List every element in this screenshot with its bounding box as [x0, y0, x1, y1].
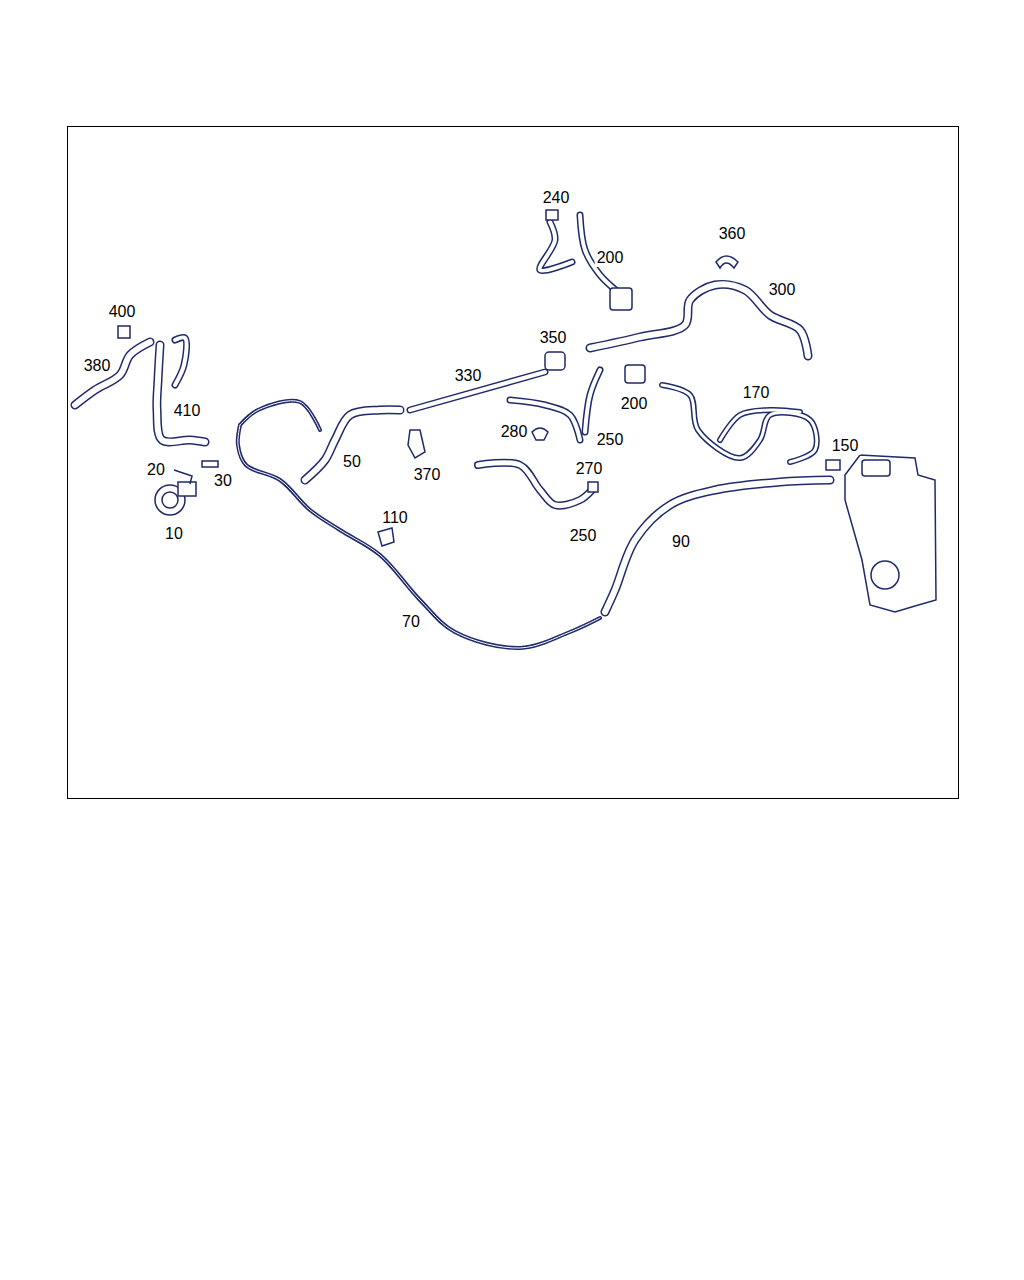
hose-outline — [238, 425, 600, 648]
expansion-tank — [845, 455, 936, 612]
tank-cap — [862, 460, 890, 476]
hose-fill — [305, 410, 400, 480]
callout-number: 250 — [595, 431, 626, 449]
bolt-30 — [202, 461, 218, 467]
callout-number: 370 — [412, 466, 443, 484]
hose-fill — [240, 401, 320, 430]
tank-sensor — [871, 561, 899, 589]
hose-fill — [75, 342, 150, 405]
hose-fill — [238, 425, 600, 648]
fittings — [118, 210, 936, 612]
hose-outline — [157, 345, 205, 442]
callout-number: 270 — [574, 460, 605, 478]
hose-fill — [605, 480, 830, 612]
callout-number: 20 — [145, 461, 167, 479]
callout-number: 150 — [830, 437, 861, 455]
hose-outline — [662, 385, 817, 462]
hose-fill — [540, 222, 572, 271]
hose-fill — [662, 385, 817, 462]
callout-number: 240 — [541, 189, 572, 207]
hose-outline — [605, 480, 830, 612]
hose-fill — [175, 338, 187, 385]
cap-350 — [545, 352, 565, 370]
valve-200 — [610, 288, 632, 310]
callout-number: 110 — [380, 509, 410, 527]
clip-20 — [174, 470, 192, 484]
hose-outline — [720, 410, 800, 440]
callout-number: 360 — [717, 225, 748, 243]
callout-number: 330 — [453, 367, 484, 385]
hose-outline — [540, 222, 572, 271]
callout-number: 200 — [619, 395, 650, 413]
callout-number: 380 — [82, 357, 113, 375]
callout-number: 30 — [212, 472, 234, 490]
clip-280 — [532, 428, 548, 440]
callout-number: 280 — [499, 423, 530, 441]
hose-outline — [175, 338, 187, 385]
callout-number: 410 — [172, 402, 203, 420]
hose-group — [75, 215, 830, 648]
fitting-400 — [118, 326, 130, 338]
hose-outline — [305, 410, 400, 480]
hose-fill — [585, 370, 600, 432]
hose-outline — [75, 342, 150, 405]
fitting-150 — [826, 460, 840, 470]
callout-number: 70 — [400, 613, 422, 631]
hose-outline — [585, 370, 600, 432]
callout-number: 200 — [595, 249, 626, 267]
clip-370 — [408, 430, 425, 458]
callout-number: 10 — [163, 525, 185, 543]
hose-fill — [157, 345, 205, 442]
hose-fill — [720, 410, 800, 440]
callout-number: 170 — [741, 384, 772, 402]
fitting-240 — [546, 210, 558, 220]
callout-number: 50 — [341, 453, 363, 471]
callout-number: 90 — [670, 533, 692, 551]
callout-number: 350 — [538, 329, 569, 347]
pump-hub — [162, 492, 178, 508]
clip-110 — [378, 528, 394, 546]
frame — [68, 127, 959, 799]
pump-bracket — [178, 482, 196, 496]
fitting-270 — [588, 482, 598, 492]
callout-number: 250 — [568, 527, 599, 545]
callout-number: 300 — [767, 281, 798, 299]
hose-outline — [240, 401, 320, 430]
valve-200-lower — [625, 365, 645, 383]
callout-number: 400 — [107, 303, 138, 321]
clip-360 — [716, 256, 738, 268]
